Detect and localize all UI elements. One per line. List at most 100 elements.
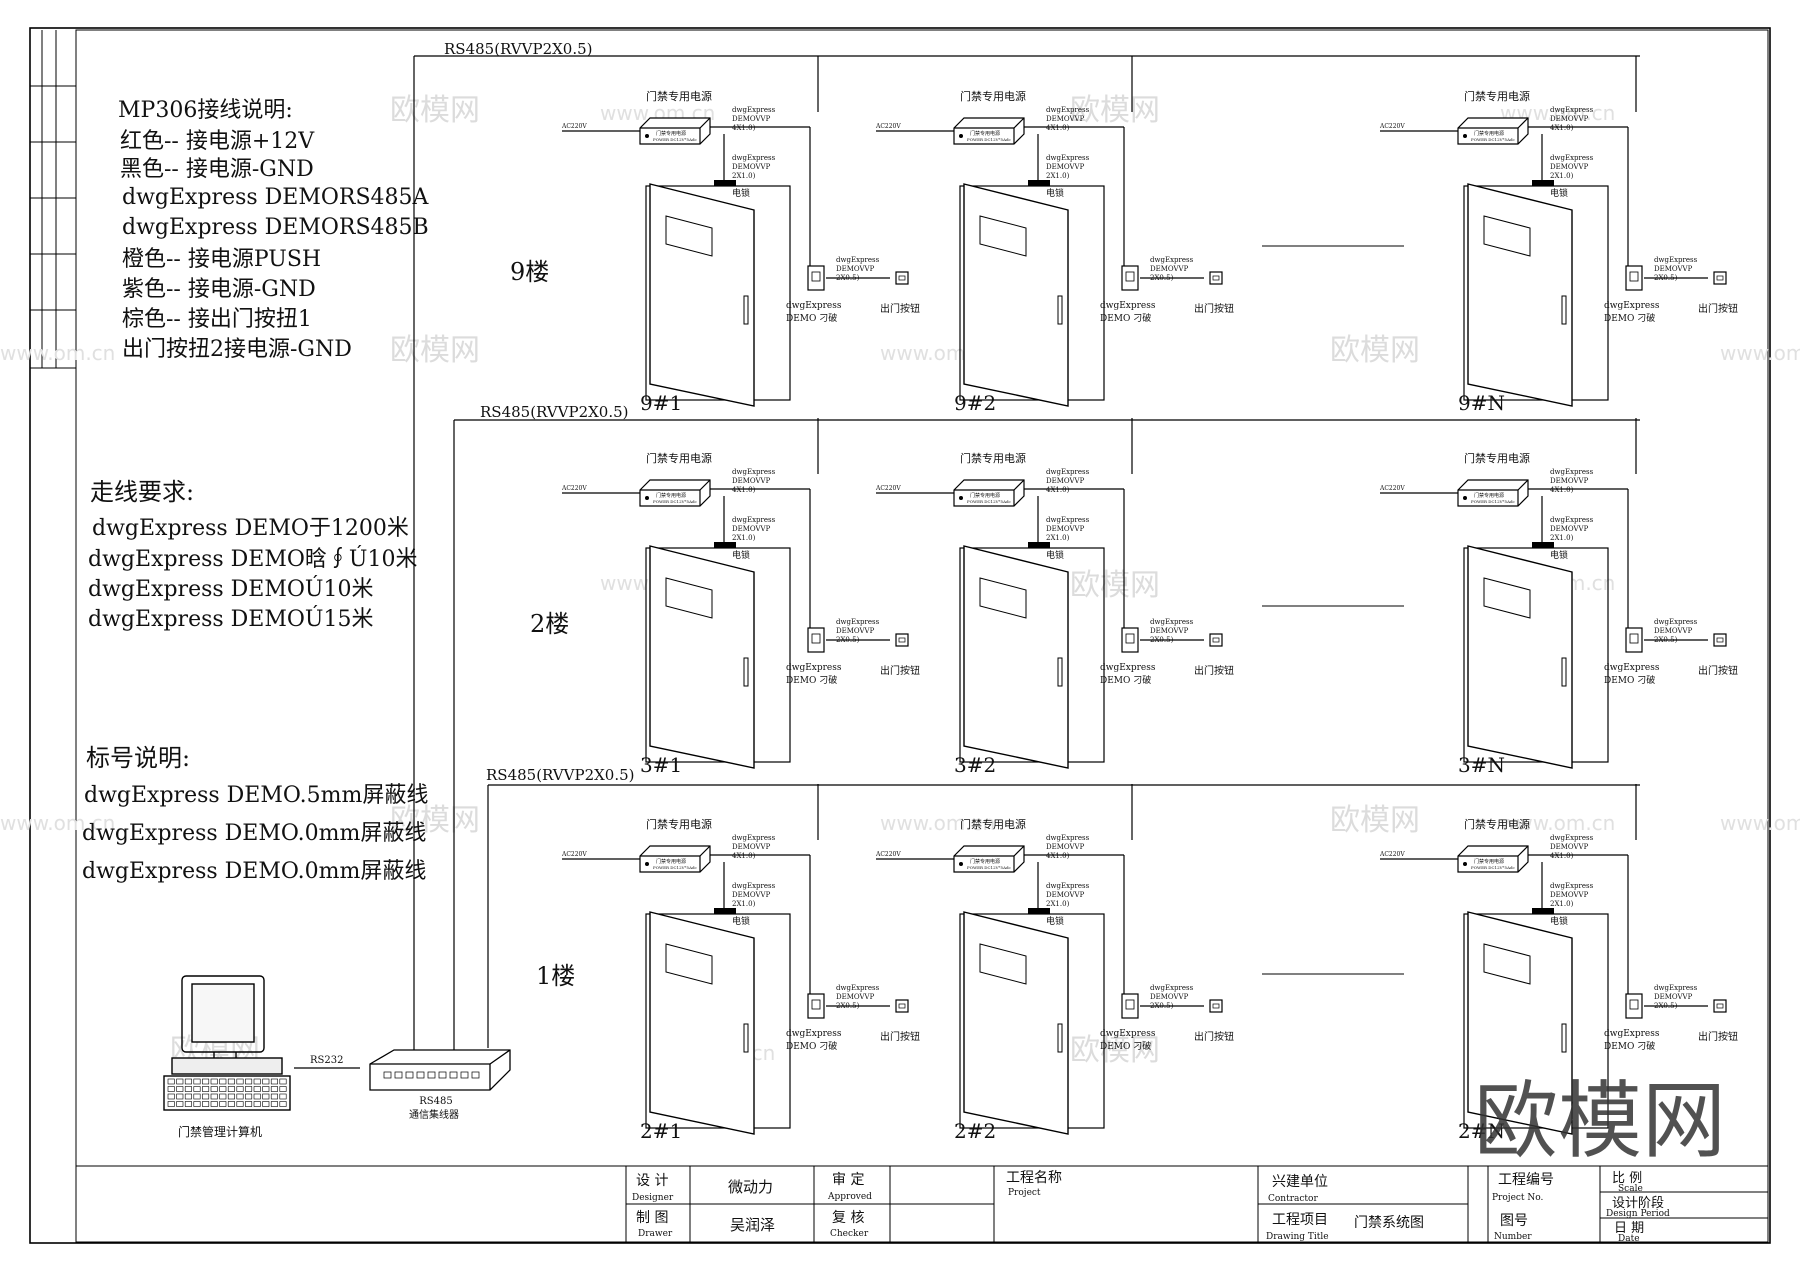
psu-title: 门禁专用电源	[646, 817, 712, 831]
watermark-logo: 欧模网	[1474, 1072, 1726, 1170]
card-reader	[1625, 265, 1643, 291]
exit-button-device	[1713, 271, 1727, 285]
cable-b-label: DEMOVVP	[1046, 891, 1085, 899]
card-reader	[1625, 627, 1643, 653]
cable-c-label: dwgExpress	[1150, 256, 1194, 264]
tb-period-cn: 设计阶段	[1612, 1196, 1664, 1211]
watermark-url: www.om.cn	[0, 811, 115, 835]
label-note-line: dwgExpress DEMO.0mm屏蔽线	[82, 859, 426, 884]
watermark-text: 欧模网	[1330, 803, 1420, 838]
routing-note-line: dwgExpress DEMOÚ15米	[88, 605, 373, 632]
door-handle	[1561, 657, 1567, 687]
door-handle	[743, 657, 749, 687]
psu-title: 门禁专用电源	[646, 451, 712, 465]
cable-b-label: DEMOVVP	[732, 891, 771, 899]
cable-b-label: dwgExpress	[1046, 154, 1090, 162]
cable-a-label: 4X1.0)	[1550, 124, 1574, 132]
cable-b-label: 2X1.0)	[732, 900, 756, 908]
cable-b-label: dwgExpress	[732, 882, 776, 890]
psu-model-label: POWER DC12V*5Adc	[967, 499, 1012, 504]
reader-label: DEMO 刁破	[1604, 674, 1655, 686]
watermark-text: 欧模网	[1070, 93, 1160, 128]
cable-c-label: DEMOVVP	[1150, 993, 1189, 1001]
card-reader	[807, 993, 825, 1019]
cable-c-label: DEMOVVP	[1654, 265, 1693, 273]
ac-label: AC220V	[875, 123, 901, 130]
reader-label: DEMO 刁破	[786, 312, 837, 324]
door-frame	[645, 547, 791, 763]
tb-date-en: Date	[1618, 1234, 1640, 1244]
psu-title: 门禁专用电源	[646, 89, 712, 103]
title-block	[76, 1165, 1768, 1242]
watermark-text: 欧模网	[390, 93, 480, 128]
reader-label: dwgExpress	[1604, 663, 1660, 673]
door-leaf	[963, 545, 1069, 769]
wiring-note-line: dwgExpress DEMORS485A	[122, 185, 430, 210]
electric-lock	[1028, 180, 1050, 186]
tb-drawer-en: Drawer	[638, 1229, 673, 1239]
lock-label: 电锁	[1550, 187, 1568, 199]
power-supply	[639, 479, 711, 507]
cable-b-label: DEMOVVP	[732, 163, 771, 171]
tb-project-cn: 工程名称	[1006, 1170, 1062, 1186]
door-leaf	[1467, 911, 1573, 1135]
cable-a-label: DEMOVVP	[1550, 115, 1589, 123]
bus-label-9f: RS485(RVVP2X0.5)	[444, 40, 593, 58]
door-label: 9#2	[954, 391, 996, 415]
cable-b-label: 2X1.0)	[1046, 172, 1070, 180]
power-supply	[639, 117, 711, 145]
cable-a-label: dwgExpress	[1046, 106, 1090, 114]
computer-label: 门禁管理计算机	[178, 1124, 262, 1139]
tb-designer-cn: 设 计	[636, 1173, 668, 1189]
cable-b-label: DEMOVVP	[1046, 163, 1085, 171]
cable-c-label: dwgExpress	[836, 984, 880, 992]
cable-a-label: 4X1.0)	[732, 124, 756, 132]
psu-model-label: POWER DC12V*5Adc	[967, 865, 1012, 870]
cable-a-label: 4X1.0)	[732, 486, 756, 494]
wiring-note-line: dwgExpress DEMORS485B	[122, 215, 429, 240]
label-notes: 标号说明: dwgExpress DEMO.5mm屏蔽线 dwgExpress …	[82, 744, 428, 884]
cable-c-label: DEMOVVP	[836, 627, 875, 635]
electric-lock	[1028, 542, 1050, 548]
cable-b-label: dwgExpress	[732, 516, 776, 524]
psu-body-label: 门禁专用电源	[1474, 858, 1504, 865]
outer-frame	[29, 27, 1771, 1244]
cable-c-label: dwgExpress	[836, 618, 880, 626]
bus-label-1f: RS485(RVVP2X0.5)	[486, 766, 635, 784]
door-label: 2#1	[640, 1119, 682, 1143]
ac-label: AC220V	[1379, 851, 1405, 858]
reader-label: DEMO 刁破	[1604, 312, 1655, 324]
routing-note-line: dwgExpress DEMO于1200米	[92, 516, 409, 541]
cable-c-label: 2X0.5)	[836, 274, 860, 282]
lock-label: 电锁	[1550, 549, 1568, 561]
door-frame	[1463, 913, 1609, 1129]
door-frame	[1463, 185, 1609, 401]
reader-label: dwgExpress	[1100, 663, 1156, 673]
routing-note-line: dwgExpress DEMOÚ10米	[88, 575, 373, 602]
exit-button-device	[1209, 999, 1223, 1013]
psu-body-label: 门禁专用电源	[970, 130, 1000, 137]
door-handle	[1561, 1023, 1567, 1053]
electric-lock	[714, 542, 736, 548]
door-handle	[1561, 295, 1567, 325]
cable-b-label: 2X1.0)	[1550, 534, 1574, 542]
door-label: 9#N	[1458, 391, 1505, 415]
door-leaf	[963, 911, 1069, 1135]
door-leaf	[1467, 545, 1573, 769]
cable-a-label: 4X1.0)	[732, 852, 756, 860]
routing-notes: 走线要求: dwgExpress DEMO于1200米 dwgExpress D…	[88, 478, 417, 632]
management-computer	[163, 975, 291, 1111]
exit-button-label: 出门按钮	[880, 302, 920, 315]
cable-a-label: DEMOVVP	[732, 477, 771, 485]
ac-label: AC220V	[561, 485, 587, 492]
psu-body-label: 门禁专用电源	[970, 492, 1000, 499]
tb-contractor-en: Contractor	[1268, 1194, 1318, 1204]
reader-label: DEMO 刁破	[786, 674, 837, 686]
reader-label: dwgExpress	[786, 663, 842, 673]
cable-b-label: DEMOVVP	[732, 525, 771, 533]
